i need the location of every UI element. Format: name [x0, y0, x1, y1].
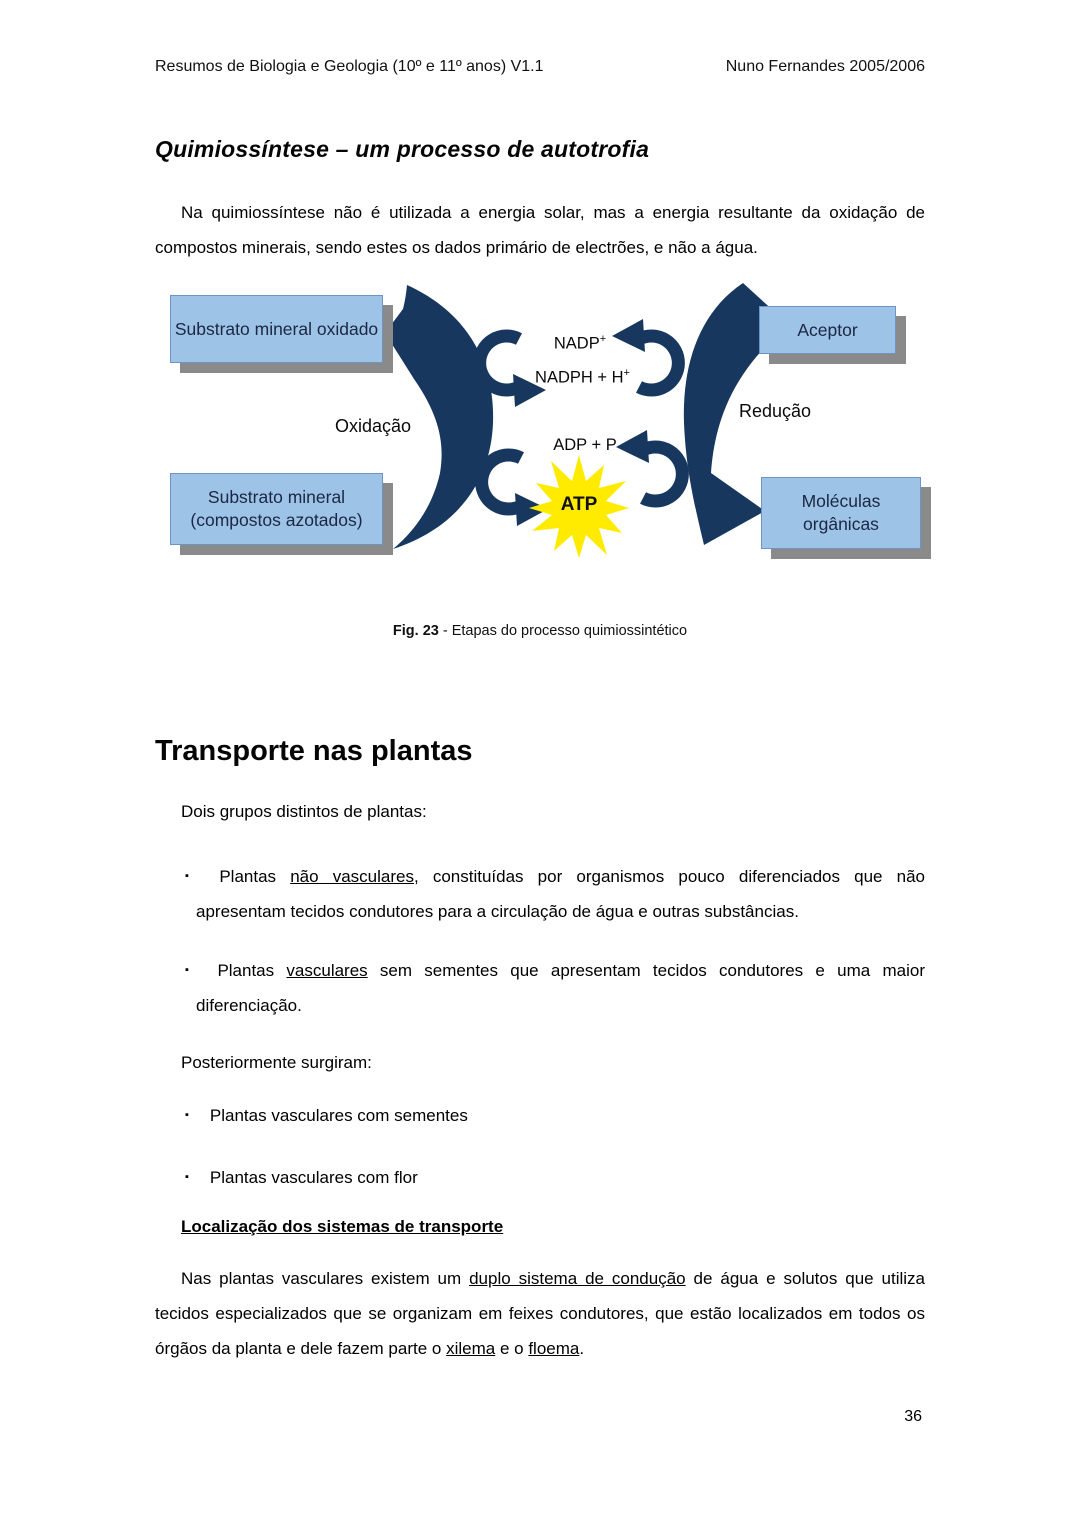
bullet-plantas-com-flor: ▪ Plantas vasculares com flor — [155, 1160, 925, 1195]
lead-paragraph: Dois grupos distintos de plantas: — [181, 802, 427, 821]
atp-cycle-arrow-left — [475, 448, 548, 526]
label-atp: ATP — [560, 494, 598, 515]
p2-underlined-floema: floema — [528, 1339, 580, 1358]
label-reducao: Redução — [739, 401, 812, 421]
section-title-quimiossintese: Quimiossíntese – um processo de autotrof… — [155, 136, 650, 162]
nadp-cycle-arrow-right — [612, 319, 685, 397]
bullet-plantas-nao-vasculares: ▪ Plantas não vasculares, constituídas po… — [155, 859, 925, 929]
bullet-plantas-com-sementes: ▪ Plantas vasculares com sementes — [155, 1098, 925, 1133]
nadp-cycle-arrow-left — [473, 329, 546, 407]
bullet2-underlined: vasculares — [286, 961, 368, 980]
page-header: Resumos de Biologia e Geologia (10º e 11… — [155, 58, 925, 76]
box-substrato-mineral-oxidado: Substrato mineral oxidado — [170, 295, 383, 363]
bullet1-pre: Plantas — [219, 867, 291, 886]
figure-caption: Fig. 23 - Etapas do processo quimiossint… — [155, 623, 925, 639]
p2-underlined-xilema: xilema — [446, 1339, 496, 1358]
box-substrato-mineral-azotado: Substrato mineral (compostos azotados) — [170, 473, 383, 545]
bullet-icon: ▪ — [185, 870, 199, 882]
label-nadp: NADP+ — [500, 333, 660, 354]
figure-caption-text: - Etapas do processo quimiossintético — [438, 623, 688, 639]
nadp-text: NADP — [553, 334, 600, 353]
p2-s3: e o — [495, 1339, 529, 1358]
bullet1-underlined: não vasculares — [290, 867, 414, 886]
atp-star-icon — [529, 455, 629, 558]
label-oxidacao: Oxidação — [335, 416, 412, 436]
p2-underlined-duplo-sistema: duplo sistema de condução — [469, 1269, 686, 1288]
section-title-transporte: Transporte nas plantas — [155, 735, 473, 767]
oxidation-arrow — [385, 285, 494, 549]
box-aceptor: Aceptor — [759, 306, 896, 354]
intro-paragraph: Na quimiossíntese não é utilizada a ener… — [155, 203, 925, 257]
chemosynthesis-diagram: Substrato mineral oxidado Substrato mine… — [155, 275, 937, 587]
p2-s4: . — [579, 1339, 585, 1358]
bullet-icon: ▪ — [185, 964, 197, 976]
page-number: 36 — [904, 1408, 922, 1425]
nadph-superscript: + — [623, 367, 630, 379]
bullet-icon: ▪ — [185, 1171, 189, 1183]
p2-s2: de água e solutos que utiliza tecidos es… — [155, 1269, 926, 1358]
later-paragraph: Posteriormente surgiram: — [181, 1053, 372, 1072]
atp-cycle-arrow-right — [616, 430, 689, 508]
bullet-plantas-vasculares-sem-sementes: ▪ Plantas vasculares sem sementes que apr… — [155, 953, 925, 1023]
closing-paragraph: Nas plantas vasculares existem um duplo … — [155, 1261, 925, 1366]
bullet-icon: ▪ — [185, 1109, 189, 1121]
header-left: Resumos de Biologia e Geologia (10º e 11… — [155, 58, 544, 75]
bullet2-pre: Plantas — [217, 961, 287, 980]
bullet2-post: sem sementes que apresentam tecidos cond… — [196, 961, 925, 1015]
p2-s1: Nas plantas vasculares existem um — [181, 1269, 470, 1288]
nadp-superscript: + — [599, 333, 607, 345]
bullet1-post: , constituídas por organismos pouco dife… — [196, 867, 925, 921]
nadph-text: NADPH + H — [535, 368, 624, 387]
bullet3-text: Plantas vasculares com sementes — [209, 1106, 468, 1125]
subheading-localizacao: Localização dos sistemas de transporte — [181, 1217, 504, 1236]
header-right: Nuno Fernandes 2005/2006 — [725, 58, 925, 75]
figure-caption-label: Fig. 23 — [392, 623, 439, 639]
box-moleculas-organicas: Moléculas orgânicas — [761, 477, 921, 549]
label-adp-p: ADP + P — [553, 436, 617, 454]
label-nadph: NADPH + H+ — [500, 367, 665, 388]
bullet4-text: Plantas vasculares com flor — [209, 1168, 418, 1187]
